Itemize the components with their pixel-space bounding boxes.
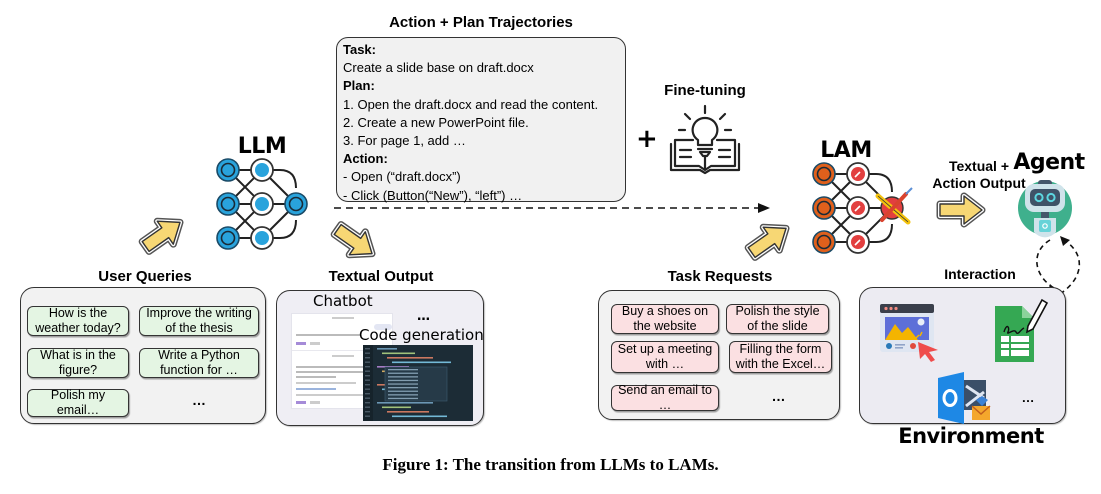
network-node (812, 162, 836, 186)
arrow-icon (330, 221, 376, 259)
network-node (812, 230, 836, 254)
task-chip: Filling the form with the Excel… (729, 341, 832, 373)
fine-tuning-label: Fine-tuning (664, 82, 746, 99)
llm-label: LLM (237, 134, 287, 159)
agent-output-label: Textual + Action Output (924, 158, 1034, 192)
network-node (250, 158, 274, 182)
lightbulb-book-icon (669, 104, 741, 175)
task-requests-panel: Buy a shoes on the website Polish the st… (598, 290, 840, 420)
more-ellipsis: … (771, 388, 786, 404)
query-chip: Improve the writing of the thesis (139, 306, 259, 336)
query-chip: Polish my email… (27, 388, 129, 417)
agent-output-line2: Action Output (932, 175, 1026, 191)
outlook-email-icon (938, 372, 991, 424)
agent-output-line1: Textual + (948, 158, 1010, 174)
web-browser-icon (880, 304, 938, 362)
user-queries-panel: How is the weather today? Improve the wr… (20, 287, 266, 424)
more-ellipsis: … (1021, 390, 1035, 405)
action-label: Action: (343, 151, 388, 167)
network-node (812, 196, 836, 220)
dashed-flow-arrow (334, 203, 770, 213)
network-node (216, 226, 240, 250)
task-label: Task: (343, 42, 376, 57)
arrow-icon (744, 223, 790, 261)
plan-step: 1. Open the draft.docx and read the cont… (343, 96, 599, 112)
network-node (284, 192, 308, 216)
neural-network-tools-icon (812, 162, 913, 254)
action-step: - Open (“draft.docx”) (343, 169, 461, 185)
network-node (216, 158, 240, 182)
environment-panel: … (859, 287, 1066, 424)
chatbot-label: Chatbot (313, 292, 373, 310)
network-node (846, 162, 870, 186)
spreadsheet-icon (995, 298, 1049, 362)
interaction-label: Interaction (944, 266, 1016, 282)
trajectories-title: Action + Plan Trajectories (389, 14, 573, 31)
trajectories-box: Task: Create a slide base on draft.docx … (336, 37, 626, 203)
more-ellipsis: … (417, 309, 430, 324)
environment-title: Environment (898, 424, 1044, 448)
query-chip: Write a Python function for … (139, 348, 259, 378)
agent-label: Agent (1013, 150, 1085, 175)
textual-output-panel: Chatbot … Code generation (276, 290, 484, 426)
query-chip: What is in the figure? (27, 348, 129, 378)
plan-step: 3. For page 1, add … (343, 133, 466, 149)
plan-label: Plan: (343, 78, 375, 94)
textual-output-title: Textual Output (328, 268, 434, 285)
network-node (216, 192, 240, 216)
user-queries-title: User Queries (98, 268, 192, 285)
network-node (250, 192, 274, 216)
figure-caption: Figure 1: The transition from LLMs to LA… (382, 455, 719, 474)
code-generation-label: Code generation (359, 326, 484, 344)
task-chip: Send an email to … (611, 383, 719, 412)
arrow-icon (138, 217, 184, 255)
more-ellipsis: … (192, 392, 206, 408)
task-text: Create a slide base on draft.docx (343, 60, 534, 76)
network-node (846, 230, 870, 254)
task-requests-title: Task Requests (667, 268, 773, 285)
network-node (250, 226, 274, 250)
task-chip: Set up a meeting with … (611, 341, 719, 373)
action-step: - Click (Button(“New”), “left”) … (343, 187, 523, 203)
tools-icon (875, 187, 913, 225)
robot-icon (1018, 180, 1072, 238)
query-chip: How is the weather today? (27, 306, 129, 336)
neural-network-icon (216, 158, 308, 250)
task-chip: Polish the style of the slide (726, 304, 829, 334)
plus-sign: + (636, 124, 658, 154)
lam-label: LAM (820, 138, 872, 163)
task-chip: Buy a shoes on the website (611, 304, 719, 334)
arrow-icon (936, 192, 986, 228)
network-node (846, 196, 870, 220)
code-editor-screenshot (363, 345, 473, 421)
plan-step: 2. Create a new PowerPoint file. (343, 114, 529, 130)
